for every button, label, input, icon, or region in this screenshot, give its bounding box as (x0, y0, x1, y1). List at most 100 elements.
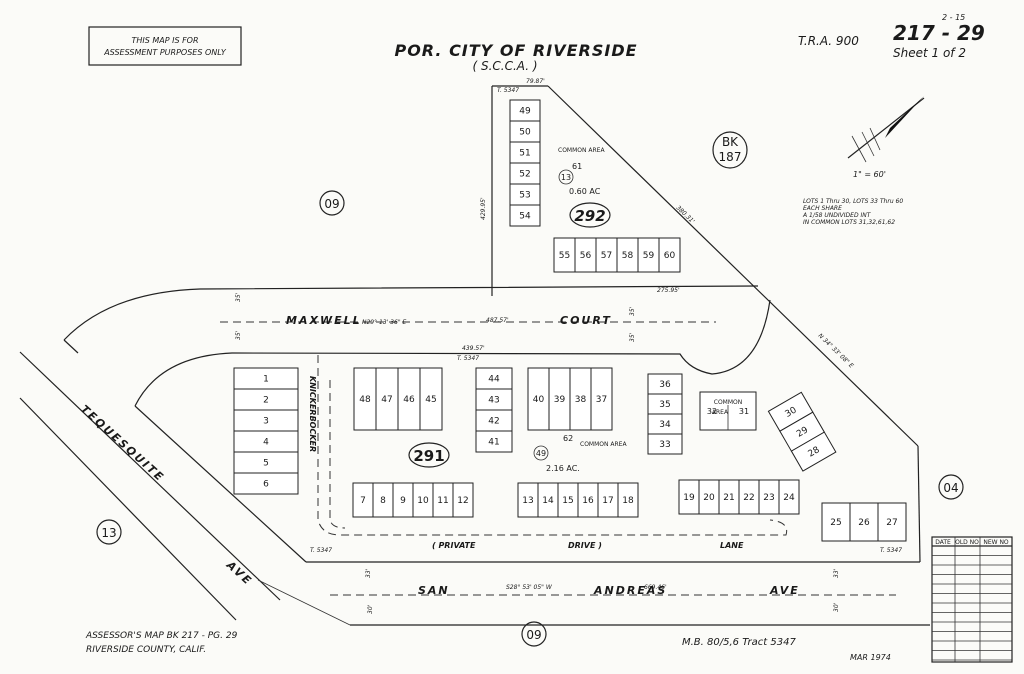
lot-43-label: 43 (488, 396, 499, 406)
common-area-south-acres: 2.16 AC. (546, 464, 580, 473)
lot-51-label: 51 (519, 149, 530, 159)
county-ref: RIVERSIDE COUNTY, CALIF. (86, 645, 206, 655)
revision-table: DATE OLD NO NEW NO (931, 536, 1013, 663)
note-line-4: IN COMMON LOTS 31,32,61,62 (803, 219, 895, 226)
lot-6 (233, 472, 299, 495)
lot-8-label: 8 (380, 496, 386, 506)
book-ref-label: BK (722, 135, 739, 149)
lot-59-label: 59 (643, 251, 655, 261)
lot-41 (475, 430, 513, 453)
rev-header-date: DATE (935, 539, 951, 546)
assessor-ref: ASSESSOR'S MAP BK 217 - PG. 29 (85, 631, 238, 641)
lot-57-label: 57 (601, 251, 612, 261)
lot-6-label: 6 (263, 480, 269, 490)
lot-10-label: 10 (417, 496, 429, 506)
map-date: MAR 1974 (850, 653, 891, 662)
map-subtitle: ( S.C.C.A. ) (472, 59, 537, 73)
ts-center: T. 5347 (457, 355, 479, 362)
ts-southeast: T. 5347 (880, 547, 902, 554)
note-line-3: A 1/58 UNDIVIDED INT (802, 212, 872, 219)
lot-14-label: 14 (542, 496, 554, 506)
common-area-32-31: COMMON AREA 32 31 (699, 391, 757, 431)
san-andreas-distance: 669.46' (644, 584, 667, 591)
street-andreas: ANDREAS (593, 584, 667, 597)
dim-top: 79.87' (526, 78, 545, 85)
maxwell-distance: 487.57' (486, 317, 509, 324)
block-291-label: 291 (413, 447, 444, 465)
block-292-oval (569, 202, 611, 228)
book-ref-number: 187 (719, 150, 742, 164)
lot-23-label: 23 (763, 493, 774, 503)
lot-48-label: 48 (359, 395, 371, 405)
revision-rows (932, 555, 1012, 661)
lot-47-label: 47 (381, 395, 392, 405)
lot-52-label: 52 (519, 170, 530, 180)
area-code-09-north: 09 (324, 197, 339, 211)
ts-north: T. 5347 (497, 87, 519, 94)
area-code-13: 13 (101, 526, 116, 540)
lot-22-label: 22 (743, 493, 754, 503)
lot-60-label: 60 (664, 251, 676, 261)
north-arrow-icon (847, 96, 925, 163)
lot-group-block-48-45: 48 47 46 45 (353, 367, 443, 431)
common-area-code-13: 13 (561, 173, 571, 182)
lot-45-label: 45 (425, 395, 436, 405)
area-code-09-south: 09 (526, 628, 541, 642)
lot-49-label: 49 (519, 107, 531, 117)
maxwell-bearing: N29° 13' 36" E (362, 319, 407, 326)
lot-56-label: 56 (580, 251, 592, 261)
lot-18 (617, 482, 639, 518)
dim-west-north: 429.95' (480, 197, 487, 220)
sheet-label: Sheet 1 of 2 (893, 46, 966, 60)
lot-17-label: 17 (602, 496, 613, 506)
lot-3-label: 3 (263, 417, 269, 427)
dim-30-b: 30' (833, 602, 840, 612)
lot-60 (658, 237, 681, 273)
lot-53-label: 53 (519, 191, 530, 201)
map-title: POR. CITY OF RIVERSIDE (394, 41, 637, 60)
street-tequesquite-ave: AVE (223, 558, 255, 588)
lot-54 (509, 204, 541, 227)
lot-55-label: 55 (559, 251, 570, 261)
block-292-label: 292 (574, 207, 605, 225)
lot-18-label: 18 (622, 496, 634, 506)
lot-32-label: 32 (707, 407, 717, 416)
lot-15-label: 15 (562, 496, 573, 506)
rev-header-new: NEW NO (983, 539, 1009, 546)
lot-11-label: 11 (437, 496, 448, 506)
common-area-south-label: COMMON AREA (580, 441, 627, 448)
common-area-north-label: COMMON AREA (558, 147, 605, 154)
lot-35-label: 35 (659, 400, 670, 410)
lot-24-label: 24 (783, 493, 795, 503)
lot-27-label: 27 (886, 518, 897, 528)
street-lane: LANE (720, 541, 744, 550)
lot-27 (877, 502, 907, 542)
lot-50-label: 50 (519, 128, 531, 138)
page-small: 2 - 15 (942, 13, 965, 22)
lot-26 (849, 502, 879, 542)
dim-35-b: 35' (235, 330, 242, 340)
lot-46-label: 46 (403, 395, 415, 405)
lot-37-label: 37 (596, 395, 607, 405)
dim-35-d: 35' (629, 332, 636, 342)
common-area-north-acres: 0.60 AC (569, 187, 601, 196)
lot-39-label: 39 (554, 395, 566, 405)
lot-28 (790, 431, 837, 472)
common-area-north-lot: 61 (572, 162, 582, 171)
lot-26-label: 26 (858, 518, 870, 528)
lot-38-label: 38 (575, 395, 587, 405)
lot-45 (419, 367, 443, 431)
lot-13-label: 13 (522, 496, 533, 506)
lot-33 (647, 433, 683, 455)
lot-20-label: 20 (703, 493, 715, 503)
